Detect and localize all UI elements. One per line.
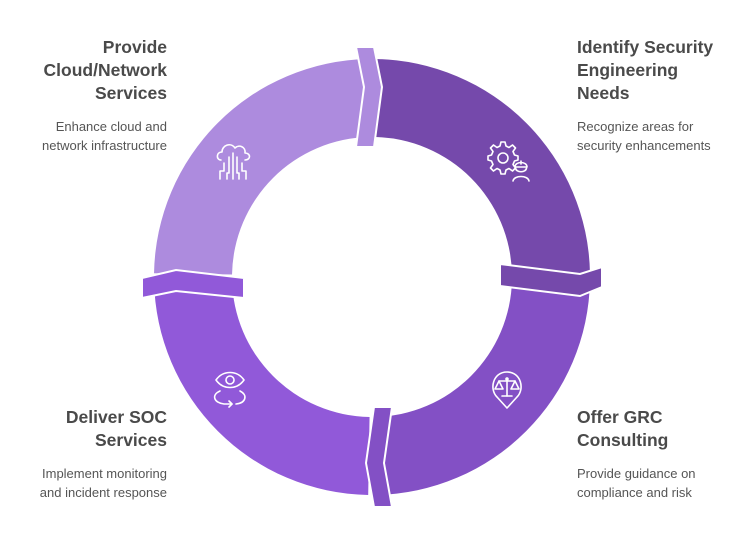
segment-soc-services bbox=[154, 279, 370, 495]
step-description-line: security enhancements bbox=[577, 138, 711, 153]
step-description-line: Implement monitoring bbox=[42, 466, 167, 481]
cloud-network-icon bbox=[211, 139, 255, 183]
segment-cloud-network bbox=[154, 59, 370, 275]
connector-arrow-top bbox=[354, 46, 384, 148]
step-title-line: Provide bbox=[102, 37, 167, 57]
step-title-line: Needs bbox=[577, 83, 630, 103]
scales-pin-icon bbox=[485, 366, 529, 410]
step-title-line: Engineering bbox=[577, 60, 679, 80]
step-description-line: Provide guidance on bbox=[577, 466, 696, 481]
step-description-line: and incident response bbox=[39, 485, 167, 500]
connector-arrow-bottom bbox=[364, 406, 394, 508]
step-title: Deliver SOC Services bbox=[0, 406, 167, 452]
segment-identify-needs bbox=[374, 59, 590, 275]
step-description: Enhance cloud and network infrastructure bbox=[0, 117, 167, 155]
segment-grc-consulting bbox=[374, 279, 590, 495]
step-block-grc-consulting: Offer GRC Consulting Provide guidance on… bbox=[577, 406, 745, 502]
gear-engineer-icon bbox=[487, 138, 531, 182]
step-description: Provide guidance on compliance and risk bbox=[577, 464, 745, 502]
step-description-line: Recognize areas for bbox=[577, 119, 694, 134]
step-block-cloud-network: Provide Cloud/Network Services Enhance c… bbox=[0, 36, 167, 155]
step-description: Implement monitoring and incident respon… bbox=[0, 464, 167, 502]
step-description: Recognize areas for security enhancement… bbox=[577, 117, 745, 155]
step-title-line: Consulting bbox=[577, 430, 669, 450]
step-title-line: Deliver SOC bbox=[65, 407, 167, 427]
step-title-line: Services bbox=[94, 430, 167, 450]
step-title: Identify Security Engineering Needs bbox=[577, 36, 745, 105]
step-description-line: compliance and risk bbox=[577, 485, 692, 500]
step-block-soc-services: Deliver SOC Services Implement monitorin… bbox=[0, 406, 167, 502]
eye-cycle-icon bbox=[208, 366, 252, 410]
step-title-line: Services bbox=[94, 83, 167, 103]
step-title: Provide Cloud/Network Services bbox=[0, 36, 167, 105]
step-title: Offer GRC Consulting bbox=[577, 406, 745, 452]
step-title-line: Cloud/Network bbox=[43, 60, 167, 80]
connector-arrow-right bbox=[499, 262, 603, 298]
step-description-line: Enhance cloud and bbox=[55, 119, 167, 134]
step-title-line: Offer GRC bbox=[577, 407, 663, 427]
step-title-line: Identify Security bbox=[577, 37, 714, 57]
connector-arrow-left bbox=[141, 268, 245, 300]
step-description-line: network infrastructure bbox=[42, 138, 167, 153]
step-block-identify-needs: Identify Security Engineering Needs Reco… bbox=[577, 36, 745, 155]
